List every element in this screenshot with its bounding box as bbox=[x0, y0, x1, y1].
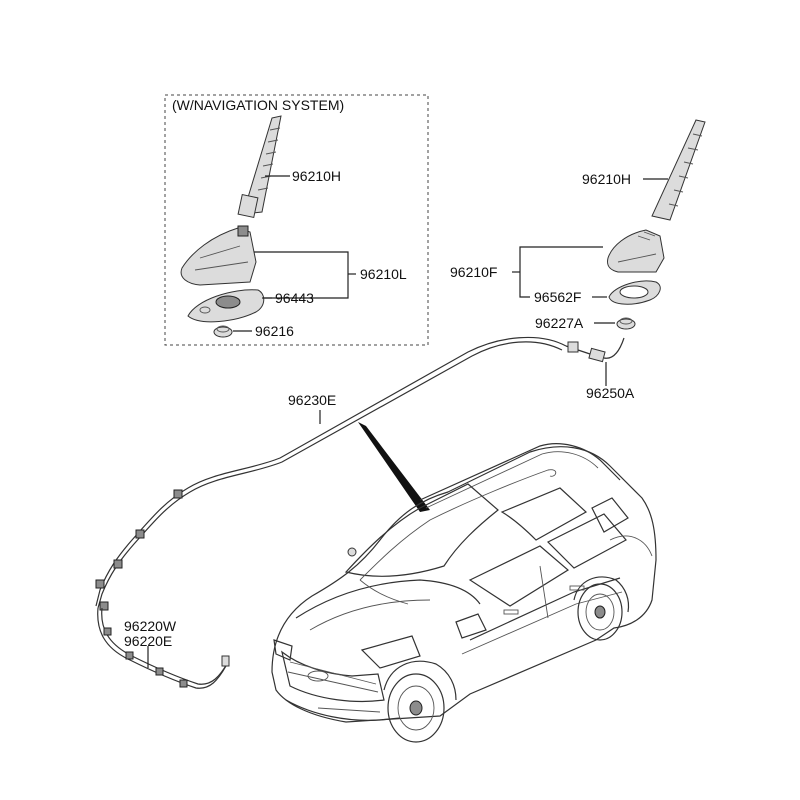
gasket-drawing bbox=[608, 280, 661, 305]
navigation-dashed-box bbox=[164, 94, 429, 346]
vehicle-drawing bbox=[271, 443, 657, 743]
nav-nut-drawing bbox=[213, 325, 233, 338]
roof-cable-line bbox=[95, 336, 567, 607]
connector-drawing bbox=[565, 337, 625, 363]
nav-gasket-label: 96443 bbox=[275, 290, 314, 306]
nav-nut-label: 96216 bbox=[255, 323, 294, 339]
navigation-box-title: (W/NAVIGATION SYSTEM) bbox=[172, 97, 344, 113]
nav-antenna-base-drawing bbox=[180, 225, 257, 286]
nut-drawing bbox=[616, 317, 636, 330]
nut-label: 96227A bbox=[535, 315, 584, 331]
antenna-rod-label: 96210H bbox=[582, 171, 631, 187]
connector-label: 96250A bbox=[586, 385, 635, 401]
feeder-cable-label-1: 96220W bbox=[124, 618, 177, 634]
roof-cable-clips bbox=[95, 489, 183, 611]
feeder-cable-group: 96220W 96220E bbox=[97, 607, 230, 689]
standard-antenna-group: 96210H 96210F 96562F 96227A bbox=[450, 119, 706, 401]
roof-cable-label: 96230E bbox=[288, 392, 336, 408]
roof-pointer-arrow bbox=[358, 422, 430, 512]
feeder-cable-label-2: 96220E bbox=[124, 633, 172, 649]
antenna-rod-drawing bbox=[651, 119, 706, 221]
nav-gasket-drawing bbox=[187, 289, 265, 323]
feeder-cable-clips bbox=[103, 627, 230, 688]
nav-antenna-rod-drawing bbox=[237, 115, 282, 219]
roof-cable-group: 96230E bbox=[95, 336, 567, 611]
navigation-system-group: (W/NAVIGATION SYSTEM) 96210H 96210L 9644… bbox=[164, 94, 429, 346]
antenna-assy-label: 96210F bbox=[450, 264, 497, 280]
nav-antenna-rod-label: 96210H bbox=[292, 168, 341, 184]
antenna-base-drawing bbox=[607, 229, 665, 273]
gasket-label: 96562F bbox=[534, 289, 581, 305]
nav-antenna-assy-label: 96210L bbox=[360, 266, 407, 282]
